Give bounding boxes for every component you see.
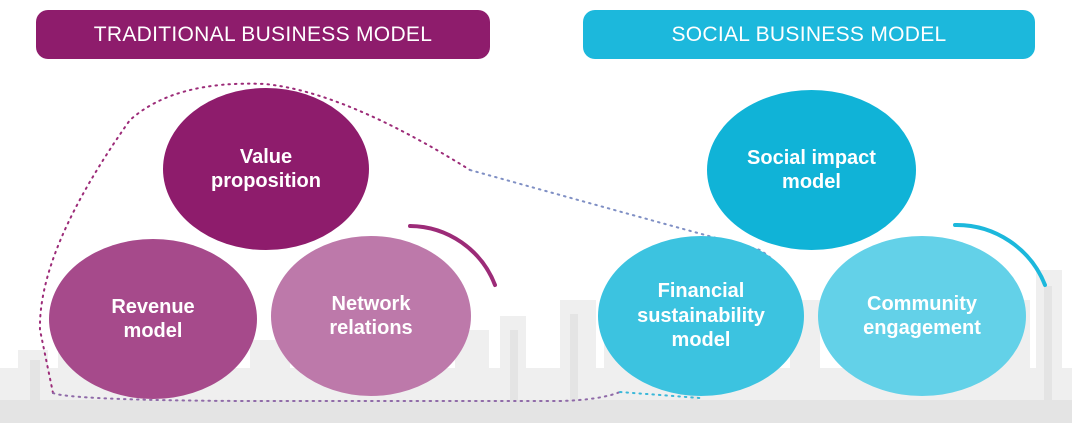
financial-sustainability-model-circle: Financial sustainability model	[598, 236, 804, 396]
bottom-connection-dots-blue	[619, 391, 701, 399]
network-relations-circle: Network relations	[271, 236, 471, 396]
revenue-model-circle: Revenue model	[49, 239, 257, 399]
bottom-connection-dots	[52, 391, 621, 402]
social-impact-model-circle: Social impact model	[707, 90, 916, 250]
community-engagement-line2: engagement	[863, 317, 981, 339]
revenue-model-line1: Revenue	[111, 295, 195, 318]
network-relations-line1: Network	[331, 292, 411, 315]
financial-line2: sustainability	[637, 304, 765, 327]
financial-line3: model	[671, 329, 731, 352]
social-business-model-header: SOCIAL BUSINESS MODEL	[583, 10, 1035, 59]
value-proposition-line1: Value	[239, 145, 293, 168]
community-engagement-line1: Community	[867, 292, 977, 315]
social-impact-line2: model	[782, 171, 841, 193]
value-proposition-line2: proposition	[211, 170, 321, 192]
traditional-outline-dots	[38, 82, 471, 394]
social-arc	[953, 222, 1047, 287]
network-relations-line2: relations	[329, 317, 413, 339]
revenue-model-line2: model	[123, 320, 183, 342]
social-impact-line1: Social impact	[747, 146, 876, 169]
community-engagement-circle: Community engagement	[818, 236, 1026, 396]
value-proposition-circle: Value proposition	[163, 88, 369, 250]
financial-line1: Financial	[657, 280, 745, 303]
traditional-arc	[408, 224, 497, 287]
traditional-business-model-header: TRADITIONAL BUSINESS MODEL	[36, 10, 490, 59]
